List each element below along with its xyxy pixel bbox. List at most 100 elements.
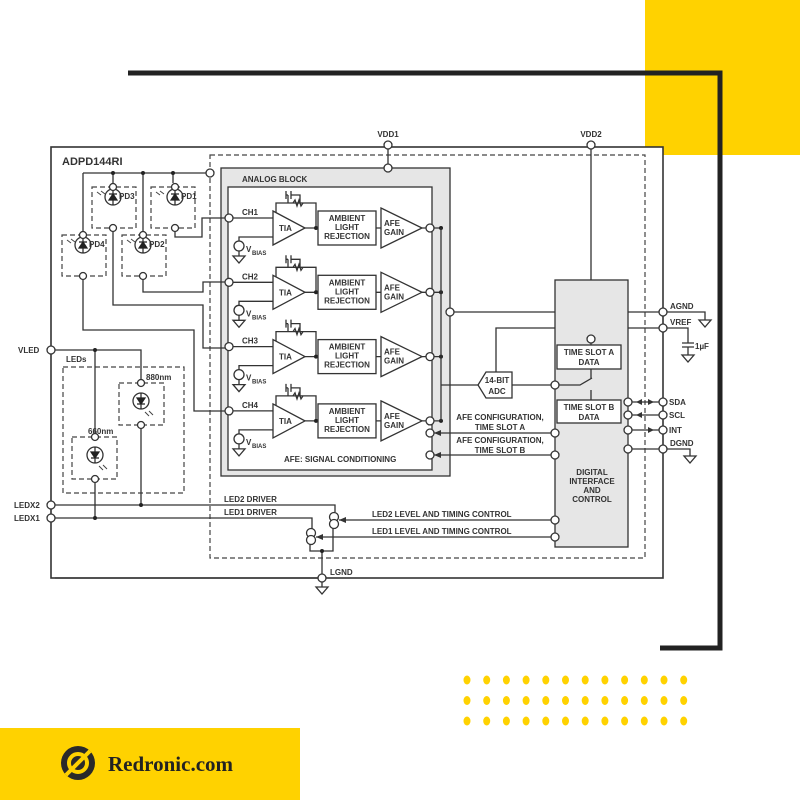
decorative-dot — [463, 716, 471, 726]
vbias-source-icon — [233, 240, 245, 252]
tia-amplifier — [272, 209, 307, 247]
time-slot-a-sub: DATA — [578, 358, 599, 367]
led1-driver-label: LED1 DRIVER — [224, 508, 277, 517]
ambient-label: LIGHT — [335, 416, 359, 425]
pd-common-node — [205, 168, 215, 178]
ambient-label: REJECTION — [324, 361, 370, 370]
adc-label-1: 14-BIT — [485, 376, 510, 385]
time-slot-switch — [559, 369, 593, 400]
gain-label: AFE — [384, 348, 401, 357]
decorative-dot — [680, 716, 688, 726]
decorative-dot — [562, 675, 569, 685]
internal-dashed-boundary — [209, 154, 646, 559]
pin-ledx1 — [46, 513, 56, 523]
ambient-label: REJECTION — [324, 425, 370, 434]
pin-label-scl: SCL — [669, 411, 685, 420]
vbias-label: V — [246, 309, 252, 318]
capacitor-label: 1µF — [695, 342, 709, 351]
ambient-label: REJECTION — [324, 296, 370, 305]
decorative-dot — [542, 696, 550, 705]
pin-label-ledx1: LEDX1 — [14, 514, 40, 523]
channel-input-node — [224, 213, 234, 223]
leds-label: LEDs — [66, 355, 87, 364]
channel-input-node — [224, 277, 234, 287]
photodiode-2: PD2 — [121, 230, 167, 281]
pin-label-lgnd: LGND — [330, 568, 353, 577]
channel-label: CH2 — [242, 272, 259, 281]
channel-input-node — [224, 341, 234, 352]
pin-label-vdd1: VDD1 — [377, 130, 399, 139]
ambient-label: REJECTION — [324, 232, 370, 241]
vbias-label: V — [246, 245, 252, 254]
vbias-source-icon — [233, 433, 245, 445]
ambient-light-rejection — [317, 403, 377, 439]
feedback-resistor — [292, 326, 304, 337]
vref-capacitor — [667, 327, 696, 363]
led1-current-source — [305, 527, 317, 546]
tia-amplifier — [272, 402, 307, 439]
vbias-label: V — [246, 374, 252, 383]
led2-driver-label: LED2 DRIVER — [224, 495, 277, 504]
pin-label-agnd: AGND — [670, 302, 694, 311]
time-slot-a-label: TIME SLOT A — [564, 348, 615, 357]
ambient-label: LIGHT — [335, 352, 359, 361]
tia-label: TIA — [279, 417, 292, 426]
channel-output-node — [425, 416, 435, 426]
decorative-dot — [562, 696, 569, 705]
channel-output-node — [425, 223, 435, 233]
ambient-label: LIGHT — [335, 287, 359, 296]
decorative-dot — [660, 675, 668, 685]
photodiode-label: PD3 — [119, 192, 135, 201]
decorative-dot — [640, 716, 648, 726]
gain-label: GAIN — [384, 228, 404, 237]
pin-sda — [658, 397, 668, 407]
lgnd-ground-icon — [314, 582, 330, 595]
ambient-light-rejection — [317, 210, 377, 246]
decorative-dot — [522, 716, 530, 726]
ambient-light-rejection — [317, 338, 377, 375]
tia-amplifier — [272, 338, 307, 375]
pin-label-ledx2: LEDX2 — [14, 501, 40, 510]
decorative-dot — [581, 675, 589, 685]
decorative-dot — [680, 675, 688, 685]
pin-vdd2 — [586, 140, 596, 150]
channel-label: CH1 — [242, 208, 259, 217]
decorative-dot — [522, 696, 530, 705]
feedback-resistor — [292, 390, 304, 401]
decorative-dot — [581, 696, 589, 705]
feedback-resistor — [292, 197, 304, 209]
adc-label-2: ADC — [488, 387, 506, 396]
led2-control-label: LED2 LEVEL AND TIMING CONTROL — [372, 510, 512, 519]
chip-title: ADPD144RI — [62, 156, 123, 168]
tia-label: TIA — [279, 353, 292, 362]
digital-label-3: AND — [583, 486, 601, 495]
decorative-dot — [483, 696, 491, 705]
digital-label-2: INTERFACE — [569, 477, 615, 486]
vbias-subscript: BIAS — [252, 380, 266, 386]
channel-output-node — [425, 351, 435, 362]
gain-label: AFE — [384, 219, 401, 228]
decorative-dot — [680, 696, 688, 705]
led-880nm-label: 880nm — [146, 373, 171, 382]
time-slot-b-sub: DATA — [578, 413, 599, 422]
gain-label: GAIN — [384, 357, 404, 366]
gain-label: AFE — [384, 283, 401, 292]
feedback-resistor — [292, 262, 304, 273]
decorative-dot — [463, 675, 471, 685]
channel-input-node — [224, 406, 234, 416]
vbias-label: V — [246, 438, 252, 447]
photodiode-1: PD1 — [150, 182, 197, 233]
adc-block — [477, 371, 513, 399]
led1-control-label: LED1 LEVEL AND TIMING CONTROL — [372, 527, 512, 536]
pin-vled — [46, 345, 56, 355]
vbias-subscript: BIAS — [252, 251, 266, 257]
ambient-label: AMBIENT — [329, 278, 366, 287]
leds-box — [62, 366, 185, 494]
afe-config-b-label: AFE CONFIGURATION, — [456, 436, 543, 445]
ambient-label: LIGHT — [335, 223, 359, 232]
decorative-dot — [522, 675, 530, 685]
ambient-label: AMBIENT — [329, 343, 366, 352]
